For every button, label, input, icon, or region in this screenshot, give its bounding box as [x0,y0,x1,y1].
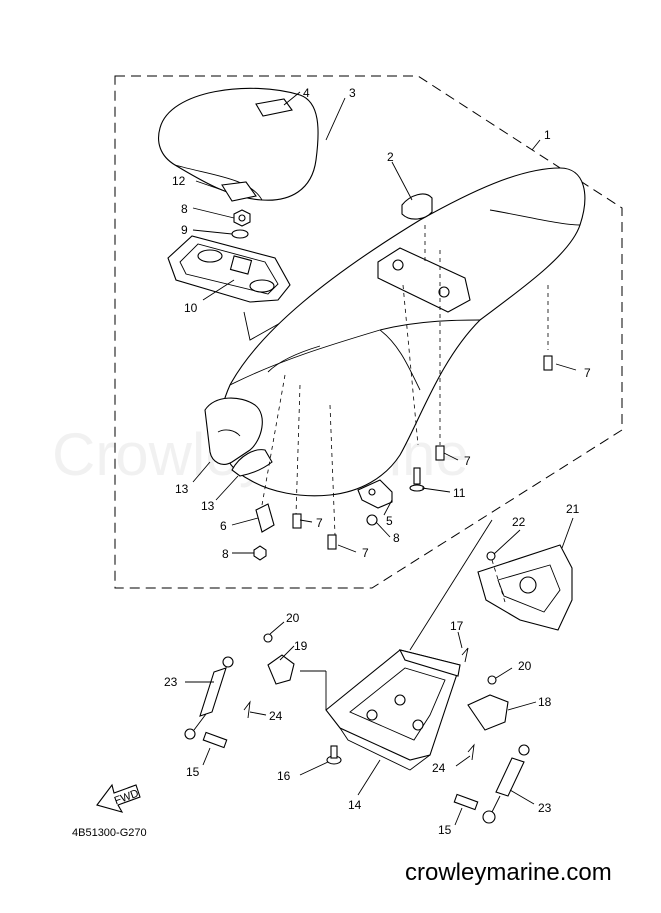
nut [366,514,378,526]
callout-20a: 20 [286,611,300,625]
callout-10: 10 [184,301,198,315]
callout-7c: 7 [316,516,323,530]
rear-seat-cushion [157,87,319,201]
callout-2: 2 [387,150,394,164]
callout-13a: 13 [175,482,189,496]
nut [253,545,267,561]
callout-15a: 15 [186,765,200,779]
callout-21: 21 [566,502,580,516]
bolt [486,551,496,561]
callout-19: 19 [294,639,308,653]
gas-stay-right [482,744,530,824]
gas-stay-left [184,656,234,740]
callout-8b: 8 [393,531,400,545]
washer [231,229,249,239]
callout-24b: 24 [432,761,446,775]
bolt [326,745,342,765]
callout-17: 17 [450,619,464,633]
bolt [263,633,273,643]
bolt [543,355,553,371]
callout-24a: 24 [269,709,283,723]
callout-22: 22 [512,515,526,529]
bolt [292,513,302,529]
callout-1: 1 [544,128,551,142]
seal-plate [221,181,257,202]
callout-7d: 7 [362,546,369,560]
callout-15b: 15 [438,823,452,837]
grab-handle [401,193,433,220]
clip [461,647,469,663]
callout-23a: 23 [164,675,178,689]
callout-8a: 8 [181,202,188,216]
callout-16: 16 [277,769,291,783]
bolt [435,445,445,461]
hinge-bracket-right [467,694,509,731]
site-url: crowleymarine.com [405,859,612,886]
callout-7a: 7 [584,366,591,380]
fwd-label: FWD [113,787,141,807]
bolt-with-washer [409,467,425,492]
seat-bracket [357,479,393,509]
hinge-bracket-left [267,654,295,685]
stud-bolt [453,793,479,811]
callout-14: 14 [348,798,362,812]
callout-7b: 7 [464,454,471,468]
rear-bracket [477,544,573,631]
seat-frame [325,649,461,771]
seat-lock-base [167,235,291,303]
clip [243,700,251,719]
assembly-boundary [114,75,623,589]
callout-3: 3 [349,86,356,100]
callout-8c: 8 [222,547,229,561]
bolt [327,534,337,550]
drawing-code: 4B51300-G270 [72,827,147,839]
clip [467,743,475,761]
callout-11: 11 [453,486,466,500]
seat-lock-cover [377,247,471,313]
callout-12: 12 [172,174,186,188]
callout-6: 6 [220,519,227,533]
callout-9: 9 [181,223,188,237]
callout-20b: 20 [518,659,532,673]
callout-4: 4 [303,86,310,100]
callout-13b: 13 [201,499,215,513]
nut [233,209,251,227]
bolt [487,675,497,685]
main-seat [204,167,586,497]
callout-18: 18 [538,695,552,709]
callout-23b: 23 [538,801,552,815]
stud-bolt [202,731,228,749]
seat-hook [255,503,275,533]
callout-5: 5 [386,514,393,528]
grab-handle-cover [255,98,293,117]
forward-arrow-icon: FWD [96,783,141,813]
